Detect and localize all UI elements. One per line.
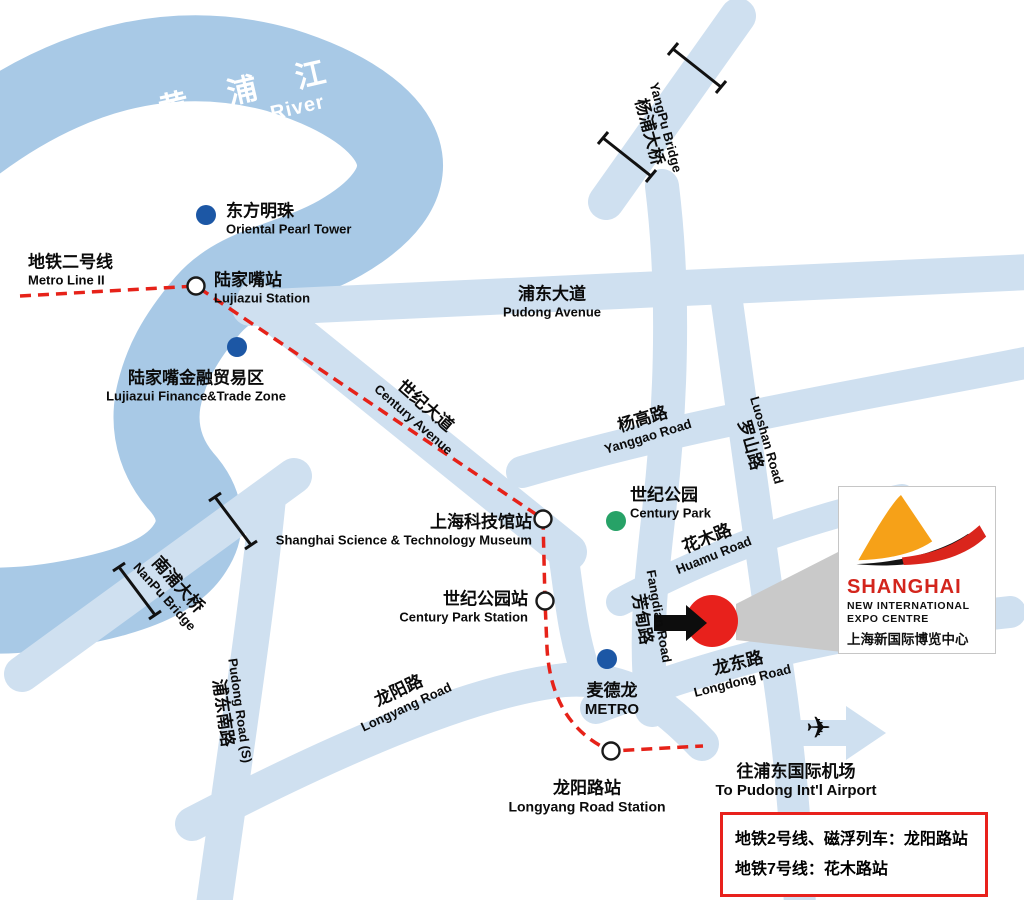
century-park-dot	[606, 511, 626, 531]
label-lujiazui-zone-en: Lujiazui Finance&Trade Zone	[106, 388, 286, 404]
metro-info-line1: 地铁2号线、磁浮列车：龙阳路站	[735, 831, 968, 848]
label-metro-line-2-zh: 地铁二号线	[28, 252, 113, 272]
bridge-towers	[112, 42, 728, 621]
metro-info-line2: 地铁7号线：花木路站	[735, 860, 888, 878]
road-yanggao	[506, 346, 1024, 488]
road-pudong-south	[196, 480, 286, 900]
label-longyang-station-en: Longyang Road Station	[508, 798, 666, 815]
label-airport: 往浦东国际机场 To Pudong Int'l Airport	[715, 762, 876, 800]
road-pudong-avenue	[232, 254, 1024, 326]
expo-centre-marker	[686, 595, 738, 647]
expo-logo-block: SHANGHAI NEW INTERNATIONAL EXPO CENTRE 上…	[838, 486, 996, 654]
metro-stations	[186, 276, 621, 761]
label-lujiazui-station-en: Lujiazui Station	[214, 290, 311, 306]
metro-info-box: 地铁2号线、磁浮列车：龙阳路站 地铁7号线：花木路站	[720, 812, 988, 898]
airport-arrow-road	[772, 706, 886, 760]
nanpu-tower-2	[208, 491, 258, 551]
label-century-park-station: 世纪公园站 Century Park Station	[399, 589, 528, 624]
station-sst-museum	[533, 509, 553, 529]
expo-logo-line2: EXPO CENTRE	[847, 613, 929, 625]
station-lujiazui	[186, 276, 206, 296]
station-longyang	[601, 741, 621, 761]
expo-logo-name: SHANGHAI	[847, 576, 962, 598]
label-sst-museum-station-en: Shanghai Science & Technology Museum	[275, 532, 532, 548]
label-oriental-pearl-en: Oriental Pearl Tower	[226, 221, 352, 237]
expo-pointer-beam	[736, 550, 842, 652]
label-pudong-avenue-en: Pudong Avenue	[503, 304, 601, 320]
label-lujiazui-station-zh: 陆家嘴站	[214, 270, 282, 290]
label-sst-museum-station-zh: 上海科技馆站	[430, 512, 532, 532]
label-century-park: 世纪公园 Century Park	[630, 485, 711, 520]
expo-arrow-icon	[654, 605, 707, 641]
logo-red-swoosh	[901, 525, 987, 566]
expo-logo-zh: 上海新国际博览中心	[847, 632, 969, 647]
lujiazui-zone-dot	[227, 337, 247, 357]
expo-logo-swoosh	[856, 494, 987, 566]
label-metro-store-en: METRO	[584, 701, 640, 719]
label-longyang-station-zh: 龙阳路站	[552, 778, 621, 798]
road-longyang	[175, 662, 719, 841]
label-century-park-station-zh: 世纪公园站	[443, 589, 528, 609]
label-lujiazui-zone-zh: 陆家嘴金融贸易区	[128, 368, 264, 388]
metro-store-dot	[597, 649, 617, 669]
label-metro-store-zh: 麦德龙	[586, 681, 638, 701]
label-longyang-station: 龙阳路站 Longyang Road Station	[508, 779, 665, 816]
label-metro-line-2: 地铁二号线 Metro Line II	[28, 252, 113, 287]
label-century-park-en: Century Park	[630, 505, 711, 521]
label-airport-zh: 往浦东国际机场	[736, 762, 856, 782]
label-oriental-pearl-zh: 东方明珠	[226, 201, 294, 221]
label-airport-en: To Pudong Int'l Airport	[715, 782, 877, 800]
road-station-connector	[547, 530, 601, 689]
oriental-pearl-dot	[196, 205, 216, 225]
road-nanpu-bridge	[4, 458, 312, 692]
label-lujiazui-station: 陆家嘴站 Lujiazui Station	[214, 270, 310, 305]
label-lujiazui-zone: 陆家嘴金融贸易区 Lujiazui Finance&Trade Zone	[106, 368, 286, 403]
label-century-park-zh: 世纪公园	[630, 485, 698, 505]
station-century-park	[535, 591, 555, 611]
yangpu-tower-2	[666, 42, 728, 94]
logo-orange-fin	[858, 494, 933, 561]
nanpu-tower-1	[112, 561, 162, 621]
label-century-park-station-en: Century Park Station	[399, 609, 528, 625]
road-century-avenue	[237, 281, 587, 571]
label-metro-line-2-en: Metro Line II	[28, 272, 105, 288]
yangpu-tower-1	[596, 131, 658, 183]
label-pudong-avenue: 浦东大道 Pudong Avenue	[503, 284, 601, 319]
airplane-icon: ✈	[806, 712, 832, 745]
label-oriental-pearl: 东方明珠 Oriental Pearl Tower	[226, 201, 351, 236]
label-pudong-avenue-zh: 浦东大道	[517, 284, 586, 304]
label-metro-store: 麦德龙 METRO	[585, 681, 639, 719]
label-sst-museum-station: 上海科技馆站 Shanghai Science & Technology Mus…	[276, 512, 532, 547]
expo-logo-line1: NEW INTERNATIONAL	[847, 600, 970, 612]
road-yangpu-bridge	[588, 0, 756, 220]
